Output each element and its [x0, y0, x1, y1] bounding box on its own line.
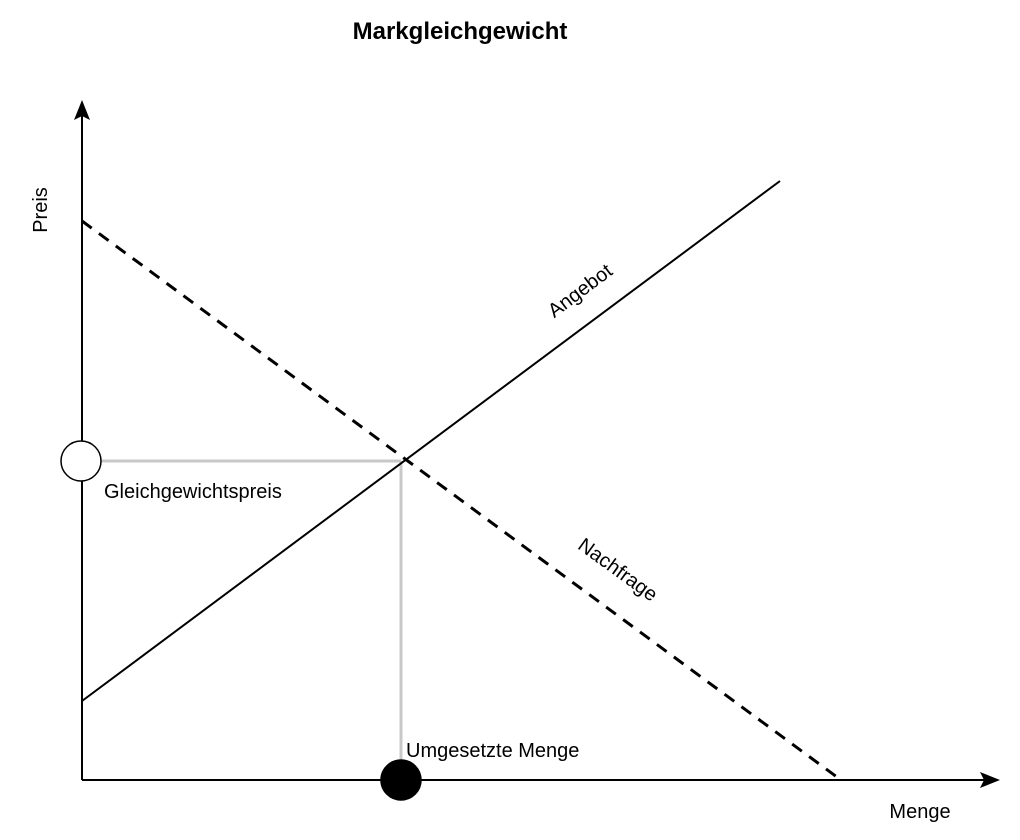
y-axis-label: Preis	[30, 187, 52, 233]
equilibrium-quantity-label: Umgesetzte Menge	[406, 740, 579, 762]
demand-curve-label: Nachfrage	[574, 534, 662, 606]
equilibrium-quantity-marker	[380, 759, 422, 801]
equilibrium-price-marker	[60, 440, 102, 482]
x-axis-label: Menge	[889, 801, 950, 823]
supply-curve-label: Angebot	[544, 260, 617, 323]
equilibrium-price-label: Gleichgewichtspreis	[104, 481, 282, 503]
diagram-title: Markgleichgewicht	[353, 18, 568, 45]
x-axis-arrowhead	[980, 772, 1000, 788]
supply-curve	[81, 180, 781, 702]
demand-curve	[81, 219, 842, 782]
y-axis-arrowhead	[74, 100, 90, 120]
